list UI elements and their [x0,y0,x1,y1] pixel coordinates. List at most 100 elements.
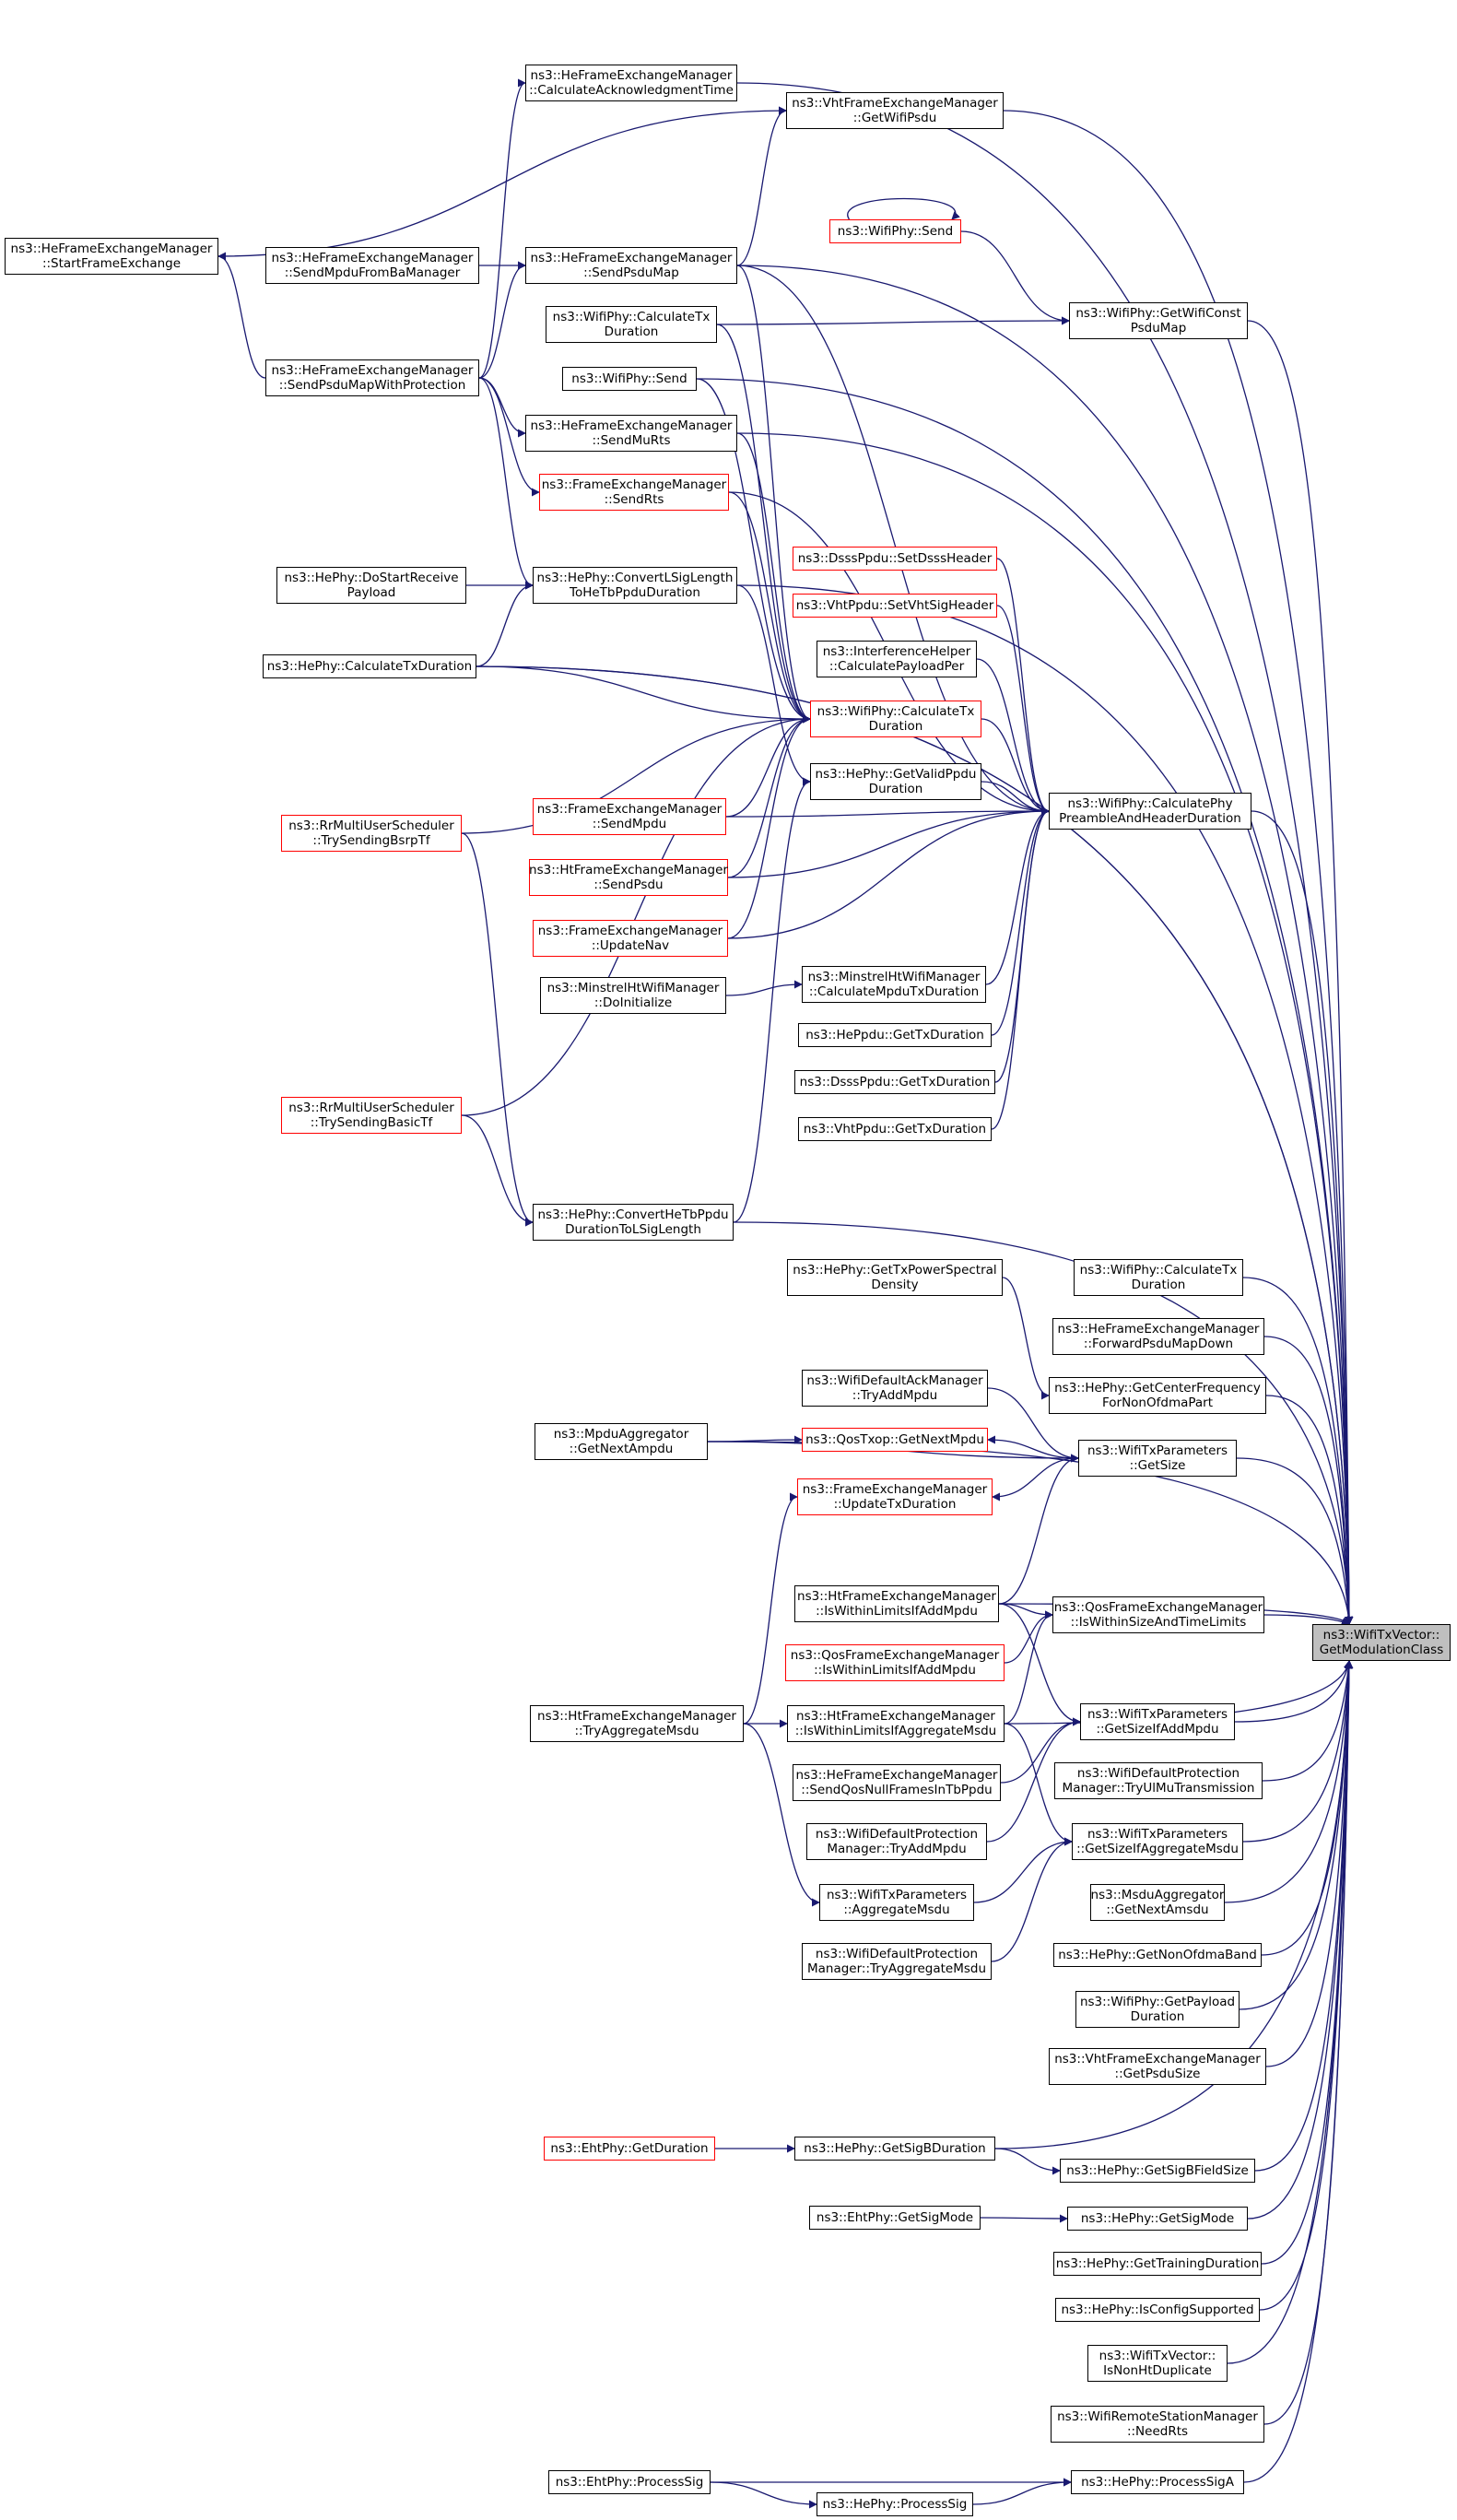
heframe-sendqosnull-node[interactable]: ns3::HeFrameExchangeManager::SendQosNull… [793,1764,1001,1801]
node-label-line: ns3::QosFrameExchangeManager [1053,1600,1263,1615]
heframe-sendpsdumapwp-node[interactable]: ns3::HeFrameExchangeManager::SendPsduMap… [265,359,479,396]
wifitxvector-getmodclass-node[interactable]: ns3::WifiTxVector::GetModulationClass [1312,1624,1451,1661]
htframe-iswithinlimitsaggmsdu-node[interactable]: ns3::HtFrameExchangeManager::IsWithinLim… [787,1705,1005,1742]
wifiremote-needrts-node[interactable]: ns3::WifiRemoteStationManager::NeedRts [1051,2406,1264,2443]
ehtphy-getsigmode-node[interactable]: ns3::EhtPhy::GetSigMode [809,2206,981,2230]
node-label-line: ns3::HePhy::ProcessSig [822,2497,968,2512]
call-edge [973,1837,1073,1903]
hephy-getsigmode-node[interactable]: ns3::HePhy::GetSigMode [1067,2207,1248,2231]
frame-updatenav-node[interactable]: ns3::FrameExchangeManager::UpdateNav [533,920,728,957]
node-label-line: ::GetWifiPsdu [852,111,937,125]
vhtppdu-setvhtsigheader-node[interactable]: ns3::VhtPpdu::SetVhtSigHeader [793,594,997,618]
hephy-getnonofdmaband-node[interactable]: ns3::HePhy::GetNonOfdmaBand [1053,1943,1262,1967]
call-edge [996,558,1050,816]
minstrel-calcmpdu-node[interactable]: ns3::MinstrelHtWifiManager::CalculateMpd… [802,966,986,1003]
wifiackmanager-tryaddmpdu-node[interactable]: ns3::WifiDefaultAckManager::TryAddMpdu [802,1370,988,1407]
rrmulti-basictf-node[interactable]: ns3::RrMultiUserScheduler::TrySendingBas… [281,1097,462,1134]
htframe-iswithinlimitsaddmpdu-node[interactable]: ns3::HtFrameExchangeManager::IsWithinLim… [794,1585,999,1622]
node-label-line: ns3::HePhy::ConvertHeTbPpdu [537,1207,729,1222]
hephy-processsig-node[interactable]: ns3::HePhy::ProcessSig [817,2492,973,2516]
node-label-line: ns3::InterferenceHelper [822,644,971,659]
hephy-processsiga-node[interactable]: ns3::HePhy::ProcessSigA [1071,2470,1244,2494]
hephy-getsigbduration-node[interactable]: ns3::HePhy::GetSigBDuration [794,2137,995,2161]
frame-sendmpdu-node[interactable]: ns3::FrameExchangeManager::SendMpdu [533,798,726,835]
msduaggregator-getnextamsdu-node[interactable]: ns3::MsduAggregator::GetNextAmsdu [1090,1884,1225,1921]
qosframe-iswithinlimitsaddmpdu-node[interactable]: ns3::QosFrameExchangeManager::IsWithinLi… [785,1644,1005,1681]
node-label-line: Duration [868,719,923,734]
hephy-gettrainingduration-node[interactable]: ns3::HePhy::GetTrainingDuration [1053,2252,1262,2276]
wifitxvector-isnonhtdup-node[interactable]: ns3::WifiTxVector::IsNonHtDuplicate [1087,2345,1228,2382]
node-label-line: Manager::TryAggregateMsdu [806,1961,987,1976]
call-edge [727,807,1050,939]
node-label-line: ns3::HeFrameExchangeManager [530,251,733,265]
node-label-line: ns3::WifiTxVector:: [1322,1628,1440,1643]
call-edge [1234,1660,1352,1723]
node-label-line: ::GetPsduSize [1114,2067,1201,2081]
call-edge [728,491,811,724]
interferencehelper-node[interactable]: ns3::InterferenceHelper::CalculatePayloa… [817,641,977,677]
call-edge [461,1114,534,1227]
call-edge [1003,110,1354,1625]
node-label-line: ns3::HeFrameExchangeManager [530,418,733,433]
node-label-line: ns3::WifiTxVector:: [1099,2349,1216,2363]
node-label-line: ns3::HePhy::GetCenterFrequency [1054,1381,1261,1395]
mpduaggregator-getnextampdu-node[interactable]: ns3::MpduAggregator::GetNextAmpdu [535,1423,708,1460]
call-edge [1247,1660,1354,2220]
heframe-sendpsdufromba-node[interactable]: ns3::HeFrameExchangeManager::SendMpduFro… [265,247,479,284]
node-label-line: ns3::DsssPpdu::GetTxDuration [799,1075,991,1089]
heframe-forwardpsdu-node[interactable]: ns3::HeFrameExchangeManager::ForwardPsdu… [1052,1318,1264,1355]
qostxop-getnextmpdu-node[interactable]: ns3::QosTxop::GetNextMpdu [802,1428,988,1452]
heframe-sendmurts-node[interactable]: ns3::HeFrameExchangeManager::SendMuRts [525,415,737,452]
node-label-line: ns3::WifiPhy::CalculateTx [1079,1263,1238,1278]
node-label-line: ns3::HePhy::GetNonOfdmaBand [1058,1948,1257,1962]
qosframe-iswithinsize-node[interactable]: ns3::QosFrameExchangeManager::IsWithinSi… [1052,1596,1264,1633]
frame-updatetxduration-node[interactable]: ns3::FrameExchangeManager::UpdateTxDurat… [797,1478,993,1515]
htframe-sendpsdu-node[interactable]: ns3::HtFrameExchangeManager::SendPsdu [529,859,728,896]
frame-sendrts-node[interactable]: ns3::FrameExchangeManager::SendRts [539,474,729,511]
ehtphy-getduration-node[interactable]: ns3::EhtPhy::GetDuration [544,2137,715,2161]
hephy-calctxduration-node[interactable]: ns3::HePhy::CalculateTxDuration [263,654,476,678]
minstrel-doinit-node[interactable]: ns3::MinstrelHtWifiManager::DoInitialize [540,977,726,1014]
heframe-sendpsdumap-node[interactable]: ns3::HeFrameExchangeManager::SendPsduMap [525,247,737,284]
vhtframe-getpsdusize-node[interactable]: ns3::VhtFrameExchangeManager::GetPsduSiz… [1049,2048,1266,2085]
wifitxparams-aggregatemsdu-node[interactable]: ns3::WifiTxParameters::AggregateMsdu [819,1884,974,1921]
heframe-startframe-node[interactable]: ns3::HeFrameExchangeManager::StartFrameE… [5,238,218,275]
call-edge [478,377,540,497]
node-label-line: ns3::VhtFrameExchangeManager [1054,2052,1261,2067]
heframe-calcack-node[interactable]: ns3::HeFrameExchangeManager::CalculateAc… [525,65,737,101]
dsssppdu-setdsssheader-node[interactable]: ns3::DsssPpdu::SetDsssHeader [793,547,997,571]
wifiphy-send-node[interactable]: ns3::WifiPhy::Send [562,367,697,391]
call-edge [1236,1457,1353,1625]
rrmulti-bsrptf-node[interactable]: ns3::RrMultiUserScheduler::TrySendingBsr… [281,815,462,852]
node-label-line: ns3::HePpdu::GetTxDuration [805,1028,984,1042]
wifiphy-send-red-node[interactable]: ns3::WifiPhy::Send [829,219,961,243]
node-label-line: ::TryAggregateMsdu [574,1724,699,1738]
heppdu-gettxduration-node[interactable]: ns3::HePpdu::GetTxDuration [798,1023,992,1047]
node-label-line: ns3::VhtPpdu::GetTxDuration [803,1122,987,1136]
wifitxparams-getsizeifaddmpdu-node[interactable]: ns3::WifiTxParameters::GetSizeIfAddMpdu [1080,1703,1235,1740]
wifitxparams-getsize-node[interactable]: ns3::WifiTxParameters::GetSize [1078,1440,1237,1477]
vhtppdu-gettxduration-node[interactable]: ns3::VhtPpdu::GetTxDuration [798,1117,992,1141]
dsssppdu-gettxduration-node[interactable]: ns3::DsssPpdu::GetTxDuration [794,1070,995,1094]
ehtphy-processsig-node[interactable]: ns3::EhtPhy::ProcessSig [548,2470,711,2494]
htframe-tryaggregatemsdu-node[interactable]: ns3::HtFrameExchangeManager::TryAggregat… [530,1705,744,1742]
vhtframe-getwifipsdu-node[interactable]: ns3::VhtFrameExchangeManager::GetWifiPsd… [786,92,1004,129]
wifitxparams-getsizeifaggmsdu-node[interactable]: ns3::WifiTxParameters::GetSizeIfAggregat… [1072,1823,1243,1860]
hephy-getsigbfieldsize-node[interactable]: ns3::HePhy::GetSigBFieldSize [1060,2159,1255,2183]
hephy-isconfigsupported-node[interactable]: ns3::HePhy::IsConfigSupported [1055,2298,1260,2322]
